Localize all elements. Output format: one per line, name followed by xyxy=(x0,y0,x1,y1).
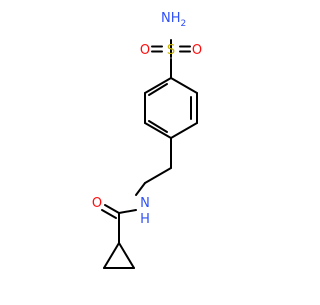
atom-sulfur: S xyxy=(167,43,175,58)
bond-n-carbonyl xyxy=(118,209,137,214)
structure-canvas: NH2 S O O N H O xyxy=(92,11,202,269)
ring-inner-3 xyxy=(148,83,168,96)
cyclopropane-bond-3 xyxy=(118,242,135,269)
bond-ch2-n xyxy=(135,182,146,196)
ring-bond-3 xyxy=(170,122,198,139)
atom-nh2: NH2 xyxy=(161,11,186,29)
atom-labels: NH2 S O O N H O xyxy=(92,11,202,227)
atom-oxygen-left: O xyxy=(140,43,150,58)
bonds xyxy=(101,39,198,269)
atom-carbonyl-oxygen: O xyxy=(92,196,102,211)
bond-c-o-b xyxy=(101,209,117,219)
atom-oxygen-right: O xyxy=(192,43,202,58)
atom-amide-hydrogen: H xyxy=(140,212,150,227)
molecule-structure: NH2 S O O N H O xyxy=(92,11,202,269)
bond-c-o-a xyxy=(104,204,120,214)
ring-bond-4 xyxy=(144,122,172,139)
cyclopropane-bond-1 xyxy=(103,242,120,269)
bond-ch2-ch2 xyxy=(144,167,172,184)
atom-amide-nitrogen: N xyxy=(140,196,150,211)
ring-bond-1 xyxy=(170,77,198,94)
ring-bond-6 xyxy=(144,77,172,94)
ring-inner-2 xyxy=(148,120,168,133)
